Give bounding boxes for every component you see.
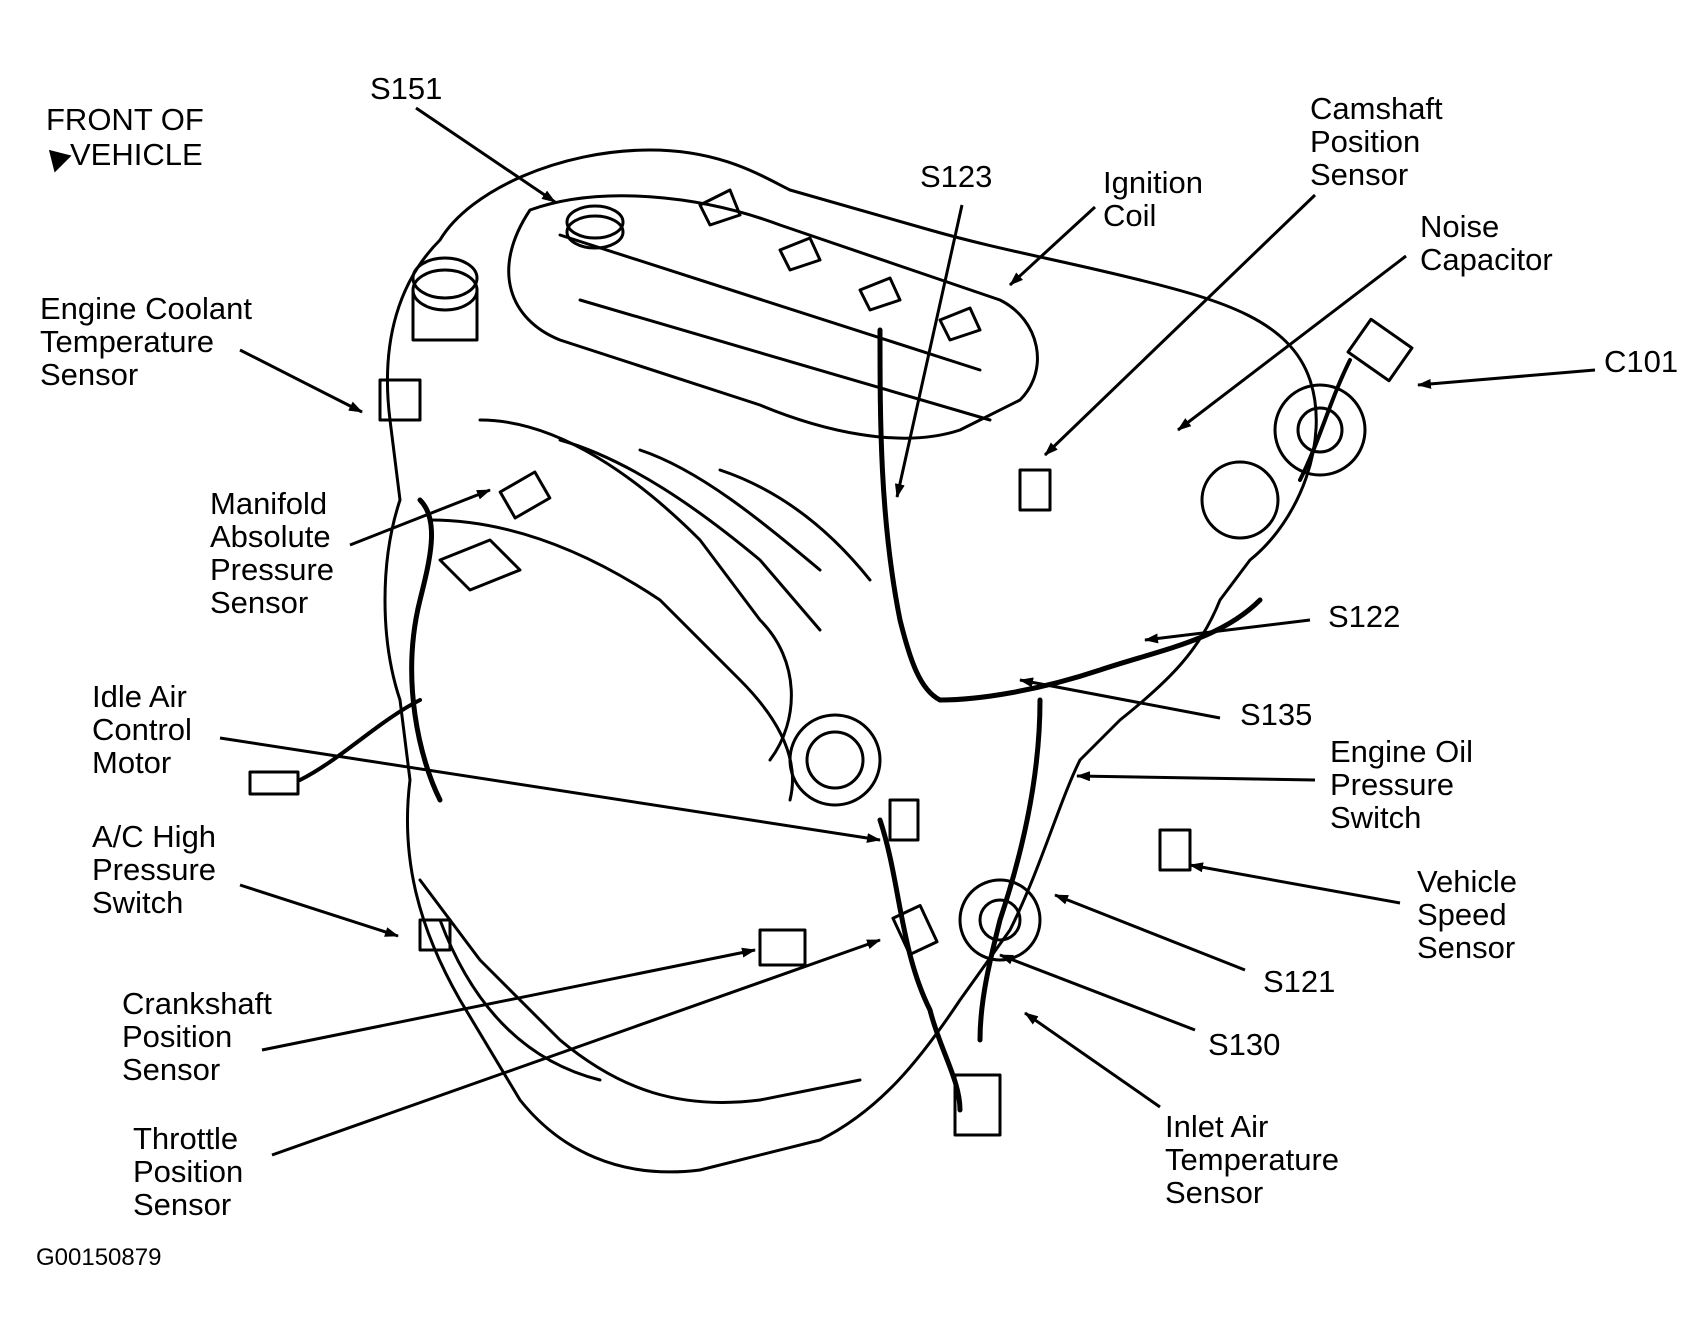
vehicle-label: VEHICLE (70, 137, 203, 172)
label-s121: S121 (1263, 964, 1336, 999)
front-of-vehicle-indicator: FRONT OF VEHICLE (40, 102, 204, 173)
figure-id: G00150879 (36, 1244, 162, 1271)
label-s151: S151 (370, 71, 443, 106)
label-c101: C101 (1604, 344, 1679, 379)
label-s122: S122 (1328, 599, 1401, 634)
label-s130: S130 (1208, 1027, 1281, 1062)
label-s123: S123 (920, 159, 993, 194)
front-of-label: FRONT OF (46, 102, 204, 137)
arrow-up-left-icon (40, 141, 72, 173)
leader-lines (219, 106, 1596, 1157)
engine-outline (248, 148, 1414, 1174)
label-s135: S135 (1240, 697, 1313, 732)
